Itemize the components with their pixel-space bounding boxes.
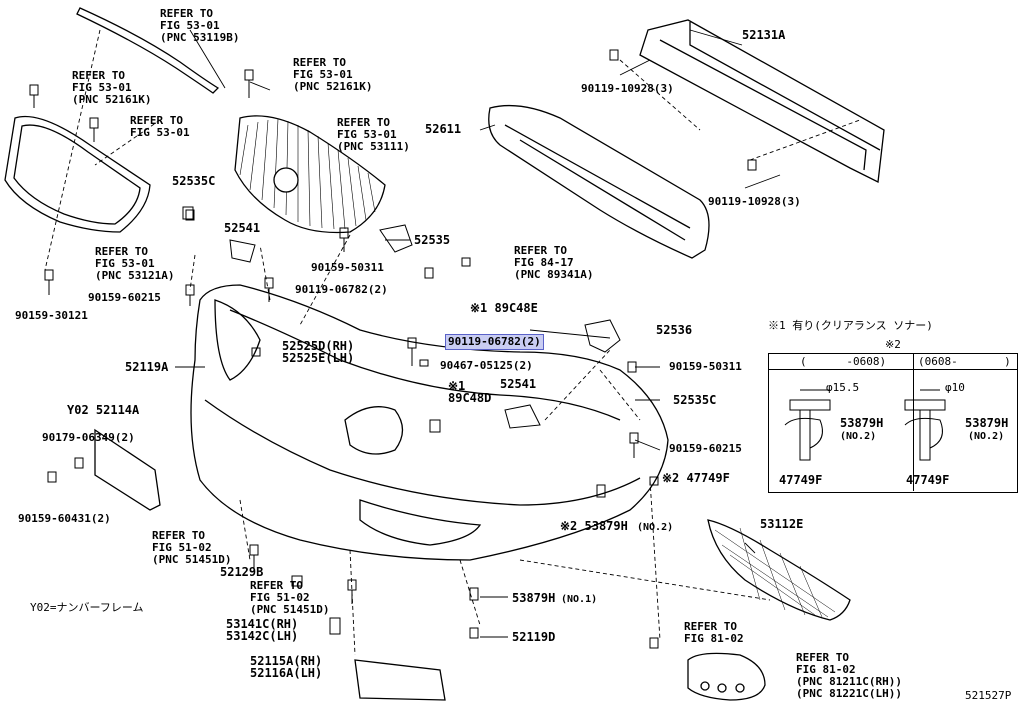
part-number-label: 90159-60215 [669,442,742,455]
refer-label: REFER TO FIG 53-01 (PNC 52161K) [293,56,373,93]
center-grille-part [234,115,386,234]
legend-note-2: ※2 [885,338,901,351]
grille-frame-part [4,115,151,233]
legend-col-header: (0608- ) [918,355,1011,368]
part-number-label: 90159-30121 [15,309,88,322]
legend-diameter: φ10 [945,381,965,394]
legend-part-number: 53879H [840,416,884,430]
molding-strip-part [76,7,220,94]
legend-table [768,353,1018,493]
refer-label: REFER TO FIG 81-02 [684,620,744,645]
part-number-label: 90159-60215 [88,291,161,304]
legend-note-1: ※1 有り(クリアランス ソナー) [768,319,933,332]
y02-note: Y02=ナンバーフレーム [30,601,144,614]
refer-label: REFER TO FIG 84-17 (PNC 89341A) [514,244,594,281]
part-number-label: ※1 89C48D [448,379,492,405]
part-number-label: 53112E [760,517,804,531]
part-number-label: 53879H [512,591,556,605]
refer-label: REFER TO FIG 53-01 (PNC 53111) [337,116,410,153]
refer-label: REFER TO FIG 51-02 (PNC 51451D) [250,579,330,616]
lower-grille-part [707,519,851,621]
refer-label: REFER TO FIG 53-01 (PNC 53119B) [160,7,240,44]
legend-part-number: 47749F [779,473,823,487]
part-number-label: ※2 53879H [560,519,628,533]
part-number-label: 52525D(RH) 52525E(LH) [282,339,355,365]
refer-label: REFER TO FIG 53-01 (PNC 53121A) [95,245,175,282]
part-number-label: 90119-06782(2) [295,283,388,296]
part-number-label: 52536 [656,323,693,337]
part-number-label: 90159-60431(2) [18,512,111,525]
legend-part-note: (NO.2) [840,431,877,442]
legend-part-number: 53879H [965,416,1009,430]
legend-divider [913,353,914,491]
part-number-label: 52541 [224,221,261,235]
part-number-label: 52535C [172,174,216,188]
legend-part-number: 47749F [906,473,950,487]
legend-divider [768,369,1017,370]
highlighted-part-number[interactable]: 90119-06782(2) [445,334,544,350]
part-number-note: (NO.2) [637,522,674,533]
refer-label: REFER TO FIG 51-02 (PNC 51451D) [152,529,232,566]
bumper-cover-part [190,284,669,561]
part-number-label: 52119D [512,630,556,644]
part-number-label: 52535C [673,393,717,407]
legend-part-note: (NO.2) [968,431,1005,442]
lower-spoiler-part [354,659,446,701]
part-number-label: 90159-50311 [311,261,384,274]
part-number-label: 90119-10928(3) [708,195,801,208]
part-number-label: 52541 [500,377,537,391]
catalog-code: 521527P [965,689,1012,702]
part-number-note: (NO.1) [561,594,598,605]
part-number-label: 90179-06349(2) [42,431,135,444]
refer-label: REFER TO FIG 53-01 (PNC 52161K) [72,69,152,106]
part-number-label: 90159-50311 [669,360,742,373]
part-number-label: 52119A [125,360,169,374]
fog-lamp-part [687,652,766,701]
part-number-label: Y02 52114A [67,403,140,417]
legend-col-header: ( -0608) [800,355,887,368]
part-number-label: ※1 89C48E [470,301,538,315]
legend-clip-drawings [784,389,946,461]
part-number-label: 90119-10928(3) [581,82,674,95]
absorber-part [488,104,710,259]
license-bracket-part [94,428,161,511]
part-number-label: 90467-05125(2) [440,359,533,372]
refer-label: REFER TO FIG 81-02 (PNC 81211C(RH)) (PNC… [796,651,902,700]
refer-label: REFER TO FIG 53-01 [130,114,190,139]
part-number-label: 52115A(RH) 52116A(LH) [250,654,323,680]
reinforcement-part [639,19,885,183]
part-number-label: 52611 [425,122,462,136]
fastener-icons [29,49,757,649]
part-number-label: 52129B [220,565,264,579]
part-number-label: 52535 [414,233,451,247]
part-number-label: ※2 47749F [662,471,730,485]
part-number-label: 52131A [742,28,786,42]
part-number-label: 53141C(RH) 53142C(LH) [226,617,299,643]
legend-diameter: φ15.5 [826,381,860,394]
